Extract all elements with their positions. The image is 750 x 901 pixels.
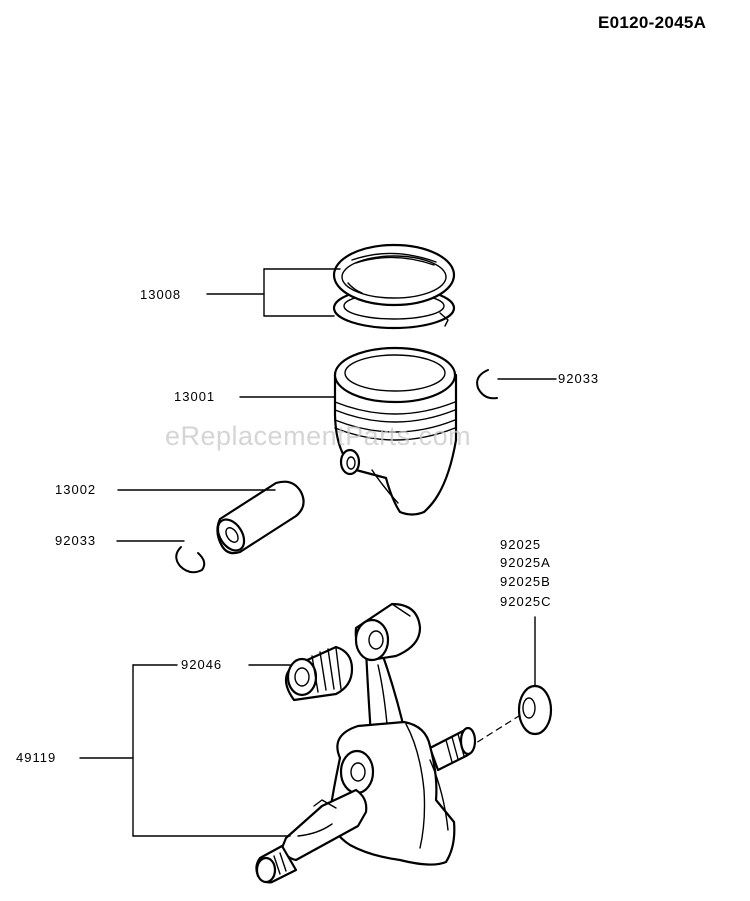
- part-label-washer-c[interactable]: 92025B: [500, 574, 551, 589]
- part-label-washer-a[interactable]: 92025: [500, 537, 542, 552]
- leader-lines: [79, 268, 557, 837]
- piston-pin-drawing: [216, 480, 305, 555]
- needle-bearing-drawing: [284, 645, 354, 702]
- part-label-crankshaft-assembly[interactable]: 49119: [16, 750, 57, 765]
- circlip-right-drawing: [476, 369, 498, 400]
- thrust-washer-drawing: [517, 684, 553, 736]
- part-label-piston-ring-set[interactable]: 13008: [140, 287, 182, 302]
- part-label-circlip-right[interactable]: 92033: [558, 371, 600, 386]
- watermark-text: eReplacementParts.com: [165, 421, 472, 451]
- diagram-code: E0120-2045A: [598, 13, 707, 32]
- part-label-piston[interactable]: 13001: [174, 389, 216, 404]
- piston-ring-set-drawing: [332, 243, 456, 330]
- piston-drawing: [333, 346, 458, 516]
- washer-alignment-line: [467, 713, 523, 749]
- part-label-circlip-left[interactable]: 92033: [55, 533, 97, 548]
- part-label-needle-bearing[interactable]: 92046: [181, 657, 223, 672]
- part-label-washer-d[interactable]: 92025C: [500, 594, 552, 609]
- circlip-left-drawing: [175, 546, 206, 574]
- crankshaft-assembly-drawing: [255, 602, 477, 884]
- part-label-piston-pin[interactable]: 13002: [55, 482, 97, 497]
- part-label-washer-b[interactable]: 92025A: [500, 555, 551, 570]
